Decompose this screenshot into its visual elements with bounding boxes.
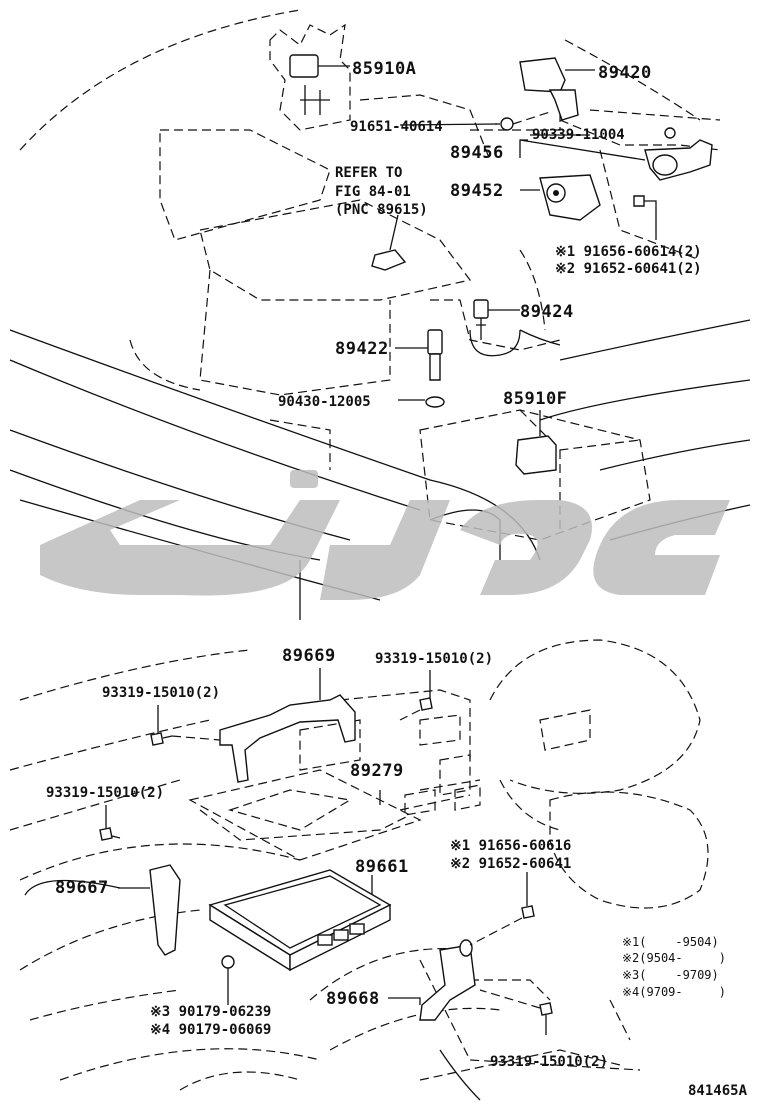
bolt-91651-40614 bbox=[495, 111, 551, 131]
ecu-89661 bbox=[208, 869, 392, 972]
bolt-93319-mid-left bbox=[99, 805, 121, 841]
leader-lines-top bbox=[399, 123, 590, 158]
bolt-93319-top-right bbox=[399, 670, 433, 721]
footnote-3: ※3( -9709) bbox=[622, 968, 719, 982]
label-93319-bottom: 93319-15010(2) bbox=[490, 1054, 608, 1070]
sensor-89422 bbox=[395, 329, 443, 381]
label-89424: 89424 bbox=[520, 302, 574, 322]
label-89667: 89667 bbox=[55, 878, 109, 898]
label-91652-60641-2: ※2 91652-60641(2) bbox=[555, 261, 702, 277]
label-89422: 89422 bbox=[335, 339, 389, 359]
brand-logo-watermark bbox=[40, 470, 730, 600]
label-93319-top-left: 93319-15010(2) bbox=[102, 685, 220, 701]
relay-85910A bbox=[269, 23, 351, 131]
sensor-89456 bbox=[519, 127, 713, 181]
sensor-89420 bbox=[519, 57, 595, 121]
bolt-91656-60614 bbox=[633, 195, 657, 240]
washer-90430-12005 bbox=[398, 396, 445, 408]
label-89661: 89661 bbox=[355, 857, 409, 877]
bracket-89667 bbox=[24, 864, 181, 956]
label-93319-top-right: 93319-15010(2) bbox=[375, 651, 493, 667]
label-89452: 89452 bbox=[450, 181, 504, 201]
label-refer-line3: (PNC 89615) bbox=[335, 202, 428, 218]
nut-90179 bbox=[221, 955, 235, 1005]
label-90179-06239: ※3 90179-06239 bbox=[150, 1004, 271, 1020]
label-89279: 89279 bbox=[350, 761, 404, 781]
footnote-2: ※2(9504- ) bbox=[622, 951, 726, 965]
label-91652-60641: ※2 91652-60641 bbox=[450, 856, 571, 872]
label-90179-06069: ※4 90179-06069 bbox=[150, 1022, 271, 1038]
dashboard-outline bbox=[9, 639, 709, 1101]
label-89669: 89669 bbox=[282, 646, 336, 666]
bolt-93319-top-left bbox=[150, 705, 221, 746]
label-85910F: 85910F bbox=[503, 389, 567, 409]
bracket-89668 bbox=[388, 939, 476, 1021]
sensor-89452 bbox=[520, 174, 601, 221]
sensor-89424 bbox=[469, 299, 561, 357]
footnote-1: ※1( -9504) bbox=[622, 935, 719, 949]
bracket-89669 bbox=[219, 668, 356, 783]
figure-code: 841465A bbox=[688, 1083, 748, 1099]
label-refer-line2: FIG 84-01 bbox=[335, 184, 411, 200]
label-91651-40614: 91651-40614 bbox=[350, 119, 443, 135]
label-89420: 89420 bbox=[598, 63, 652, 83]
label-85910A: 85910A bbox=[352, 59, 416, 79]
bolt-93319-bottom bbox=[479, 989, 553, 1035]
label-93319-mid-left: 93319-15010(2) bbox=[46, 785, 164, 801]
label-89456: 89456 bbox=[450, 143, 504, 163]
label-89668: 89668 bbox=[326, 989, 380, 1009]
label-refer-line1: REFER TO bbox=[335, 165, 402, 181]
bolt-91656-60616 bbox=[469, 872, 535, 946]
referenced-sensor bbox=[371, 214, 407, 271]
label-91656-60614: ※1 91656-60614(2) bbox=[555, 244, 702, 260]
label-91656-60616: ※1 91656-60616 bbox=[450, 838, 571, 854]
label-90339-11004: 90339-11004 bbox=[532, 127, 625, 143]
relay-85910F bbox=[515, 410, 557, 475]
label-90430-12005: 90430-12005 bbox=[278, 394, 371, 410]
footnote-4: ※4(9709- ) bbox=[622, 985, 726, 999]
